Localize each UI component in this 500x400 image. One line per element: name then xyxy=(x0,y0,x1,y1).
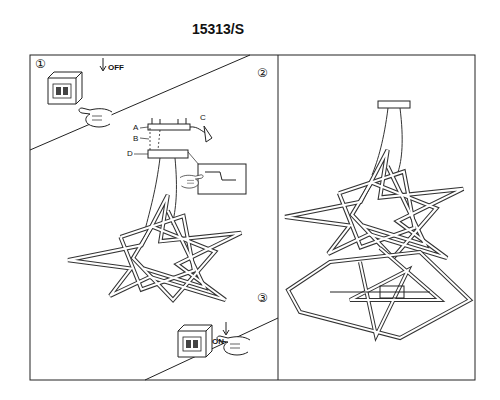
part-letter: C xyxy=(200,114,206,122)
model-number: 15313/S xyxy=(192,22,244,36)
part-letter: A xyxy=(133,124,138,132)
part-letter: D xyxy=(127,150,133,158)
switch-state: ON xyxy=(212,338,224,346)
step-number: ① xyxy=(35,58,46,70)
step-number: ② xyxy=(257,67,268,79)
step-number: ③ xyxy=(257,292,268,304)
switch-state: OFF xyxy=(108,64,124,72)
part-letter: B xyxy=(133,135,138,143)
